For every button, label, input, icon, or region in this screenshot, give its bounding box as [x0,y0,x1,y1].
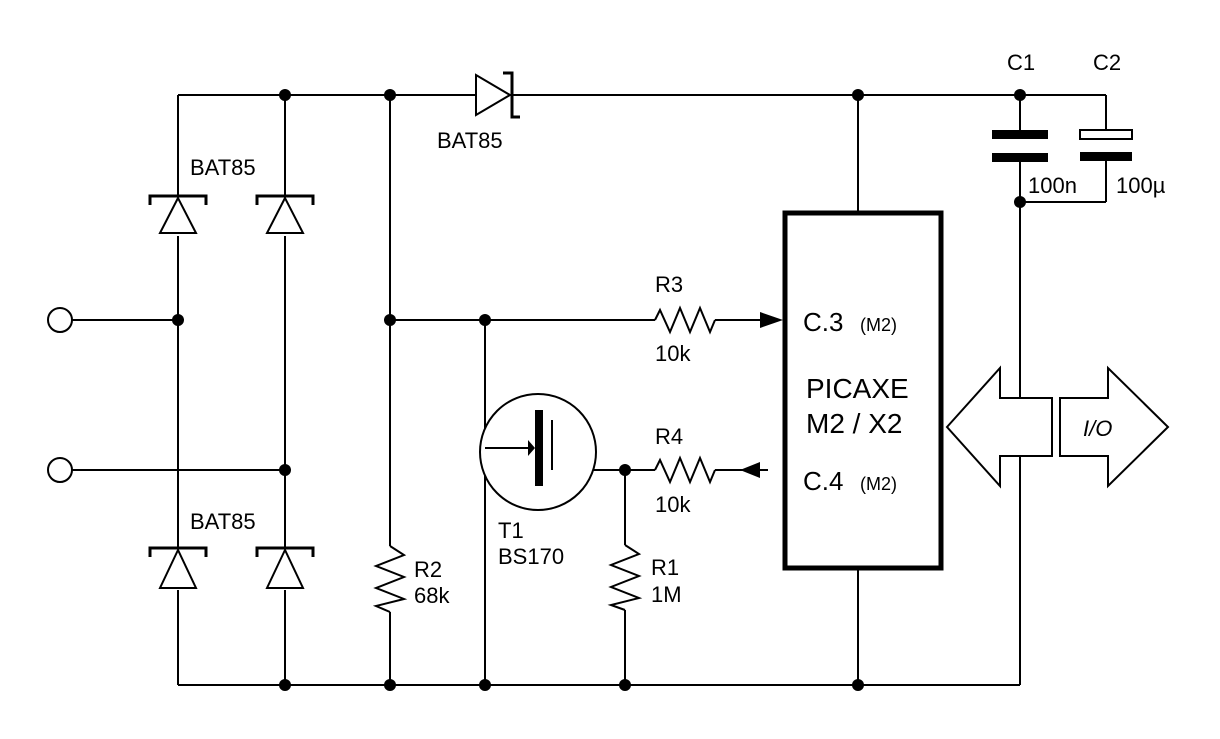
capacitor-c1: C1 100n [992,50,1077,198]
resistor-r2: R2 68k [372,545,450,613]
c2-name: C2 [1093,50,1121,75]
pin-c4-note: (M2) [860,474,897,494]
t1-name: T1 [498,518,524,543]
r4-value: 10k [655,492,691,517]
mosfet-t1: T1 BS170 [479,393,597,569]
resistor-r4: R4 10k [654,424,716,517]
diode-top-series: BAT85 [437,71,520,153]
r2-value: 68k [414,583,450,608]
arrow-into-c3 [760,312,783,328]
input-terminals [47,307,73,483]
wires [72,94,1107,686]
r2-name: R2 [414,557,442,582]
io-arrows: I/O [945,365,1170,489]
diode-bridge-upper-right [255,194,315,234]
junction-dots [172,89,1026,691]
diode-upper-pair-label: BAT85 [190,155,256,180]
r1-value: 1M [651,582,682,607]
input-terminal-bottom [47,457,73,483]
io-arrow-left [945,365,1053,489]
diode-bridge-lower-left [148,546,208,589]
input-terminal-top [47,307,73,333]
c1-name: C1 [1007,50,1035,75]
diode-bridge-upper-left [148,194,208,234]
arrow-from-c4 [740,462,760,478]
resistor-r3: R3 10k [654,272,716,366]
diode-top-label: BAT85 [437,128,503,153]
c2-value: 100µ [1116,173,1166,198]
t1-part: BS170 [498,544,564,569]
pin-c4-label: C.4 [803,466,843,496]
io-label: I/O [1083,416,1112,441]
c1-value: 100n [1028,173,1077,198]
r3-name: R3 [655,272,683,297]
resistor-r1: R1 1M [607,544,682,611]
picaxe-chip: C.3 (M2) PICAXE M2 / X2 C.4 (M2) [782,210,944,571]
r3-value: 10k [655,341,691,366]
diode-lower-pair-label: BAT85 [190,509,256,534]
pin-c3-label: C.3 [803,307,843,337]
pin-c3-note: (M2) [860,315,897,335]
chip-name-line1: PICAXE [806,373,909,404]
r1-name: R1 [651,555,679,580]
chip-name-line2: M2 / X2 [806,408,902,439]
io-arrow-right [1059,365,1170,489]
r4-name: R4 [655,424,683,449]
diode-bridge-lower-right [255,546,315,589]
capacitor-c2: C2 100µ [1079,50,1166,198]
